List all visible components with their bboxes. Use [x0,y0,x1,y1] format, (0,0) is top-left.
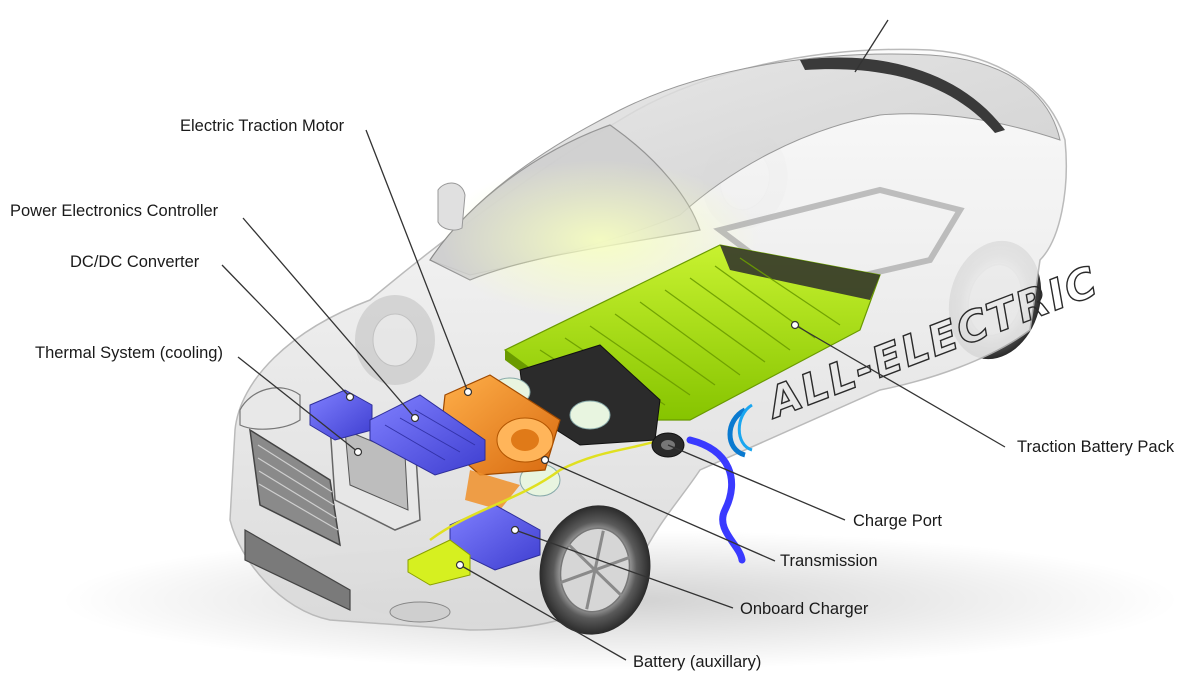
label-onboard-charger: Onboard Charger [740,600,869,618]
leader-aux-battery [459,564,627,661]
label-battery-auxiliary: Battery (auxillary) [633,653,762,671]
side-mirror [437,182,466,231]
coolant-reservoir-2 [569,400,611,430]
label-traction-battery-pack: Traction Battery Pack [1017,438,1175,456]
leader-onboard-charger [514,529,734,609]
aux-battery-shape [407,539,471,586]
label-thermal-system: Thermal System (cooling) [35,344,223,362]
charging-cable [686,436,746,564]
front-right-wheel [539,505,651,635]
leader-thermal [237,356,359,453]
leader-transmission [544,459,776,562]
leader-charge-port [667,444,846,521]
label-power-electronics-controller: Power Electronics Controller [10,202,219,220]
leader-lines [221,19,1006,661]
label-electric-traction-motor: Electric Traction Motor [180,117,345,135]
leader-power-electronics [242,217,416,419]
electric-logo-swirl [727,403,753,458]
leader-traction-battery [794,324,1006,448]
front-grille [244,428,451,623]
label-dcdc-converter: DC/DC Converter [70,253,200,271]
label-transmission: Transmission [780,552,878,570]
leader-dots [345,320,800,570]
leader-traction-motor [365,129,469,393]
roof-strip [800,57,1005,134]
headlight [239,387,301,430]
label-charge-port: Charge Port [853,512,942,530]
wiring [429,438,661,542]
leader-dcdc [221,264,351,398]
front-left-wheel [355,295,435,385]
leader-antenna [854,19,889,73]
power-electronics-shape [369,394,486,476]
